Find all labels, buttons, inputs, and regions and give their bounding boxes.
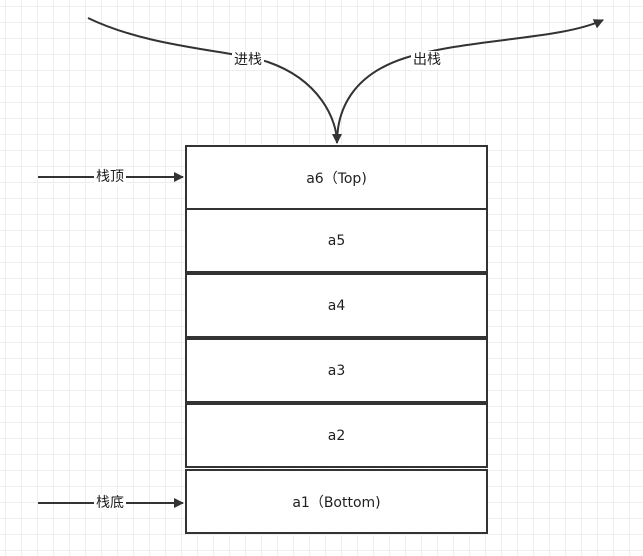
cell-label: a5 (327, 232, 346, 249)
push-arrow (87, 17, 342, 144)
cell-label: a1（Bottom) (292, 494, 381, 511)
stack-cell-a5: a5 (185, 208, 488, 273)
stack-cell-a4: a4 (185, 273, 488, 338)
bottom-pointer-label: 栈底 (94, 494, 126, 512)
stack-cell-a1: a1（Bottom) (185, 469, 488, 534)
push-label: 进栈 (232, 51, 264, 69)
top-pointer-label: 栈顶 (94, 168, 126, 186)
cell-label: a3 (327, 362, 346, 379)
stack-cell-a3: a3 (185, 338, 488, 403)
pop-label: 出栈 (411, 51, 443, 69)
cell-label: a6（Top) (306, 170, 367, 187)
stack-cell-a2: a2 (185, 403, 488, 468)
cell-label: a2 (327, 427, 346, 444)
stack-cell-a6: a6（Top) (185, 145, 488, 210)
cell-label: a4 (327, 297, 346, 314)
pop-arrow (336, 19, 604, 144)
